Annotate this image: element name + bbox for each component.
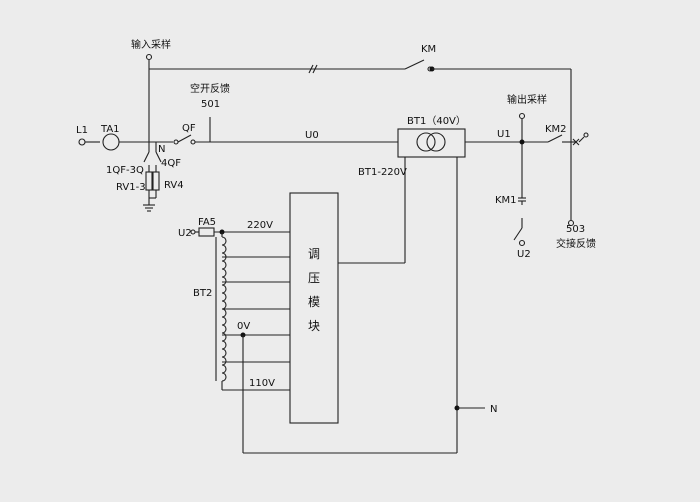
module-char-2: 压	[308, 271, 320, 285]
bt2-transformer	[190, 227, 457, 454]
label-qf: QF	[182, 123, 196, 134]
label-110v: 110V	[249, 378, 275, 389]
label-0v: 0V	[237, 321, 250, 332]
label-220v: 220V	[247, 220, 273, 231]
module-char-4: 块	[308, 319, 320, 333]
label-ta1: TA1	[100, 124, 120, 135]
input-sample-branch	[145, 53, 575, 227]
label-bt1-220v: BT1-220V	[358, 167, 407, 178]
main-line	[78, 132, 589, 151]
label-u0: U0	[305, 130, 319, 141]
label-bt2: BT2	[193, 288, 212, 299]
label-output-sample: 输出采样	[507, 93, 547, 106]
label-km2: KM2	[545, 124, 567, 135]
label-bt1: BT1（40V）	[407, 115, 466, 127]
label-503: 503	[566, 224, 585, 235]
label-fa5: FA5	[198, 217, 216, 228]
label-contact-feedback: 交接反馈	[556, 237, 596, 250]
label-km1: KM1	[495, 195, 517, 206]
label-open-feedback: 空开反馈	[190, 82, 230, 95]
label-input-sample: 输入采样	[131, 38, 171, 51]
label-u1: U1	[497, 129, 511, 140]
label-n-bottom: N	[490, 404, 497, 415]
label-rv4: RV4	[164, 180, 184, 191]
bt1-transformer	[338, 128, 485, 453]
labels: 输入采样 KM 空开反馈 501 L1 TA1 QF U0 BT1（40V） U…	[76, 38, 596, 415]
regulator-module	[289, 192, 339, 424]
label-u2: U2	[178, 228, 192, 239]
output-branch	[513, 112, 526, 247]
module-char-3: 模	[308, 295, 320, 309]
label-rv1-3: RV1-3	[116, 182, 146, 193]
label-n: N	[158, 144, 165, 155]
module-char-1: 调	[308, 247, 320, 261]
label-l1: L1	[76, 125, 88, 136]
surge-branch	[143, 142, 162, 212]
label-1qf-3q: 1QF-3Q	[106, 165, 144, 176]
label-km: KM	[421, 44, 436, 55]
label-501: 501	[201, 99, 220, 110]
label-u2-km1: U2	[517, 249, 531, 260]
label-4qf: 4QF	[161, 158, 181, 169]
